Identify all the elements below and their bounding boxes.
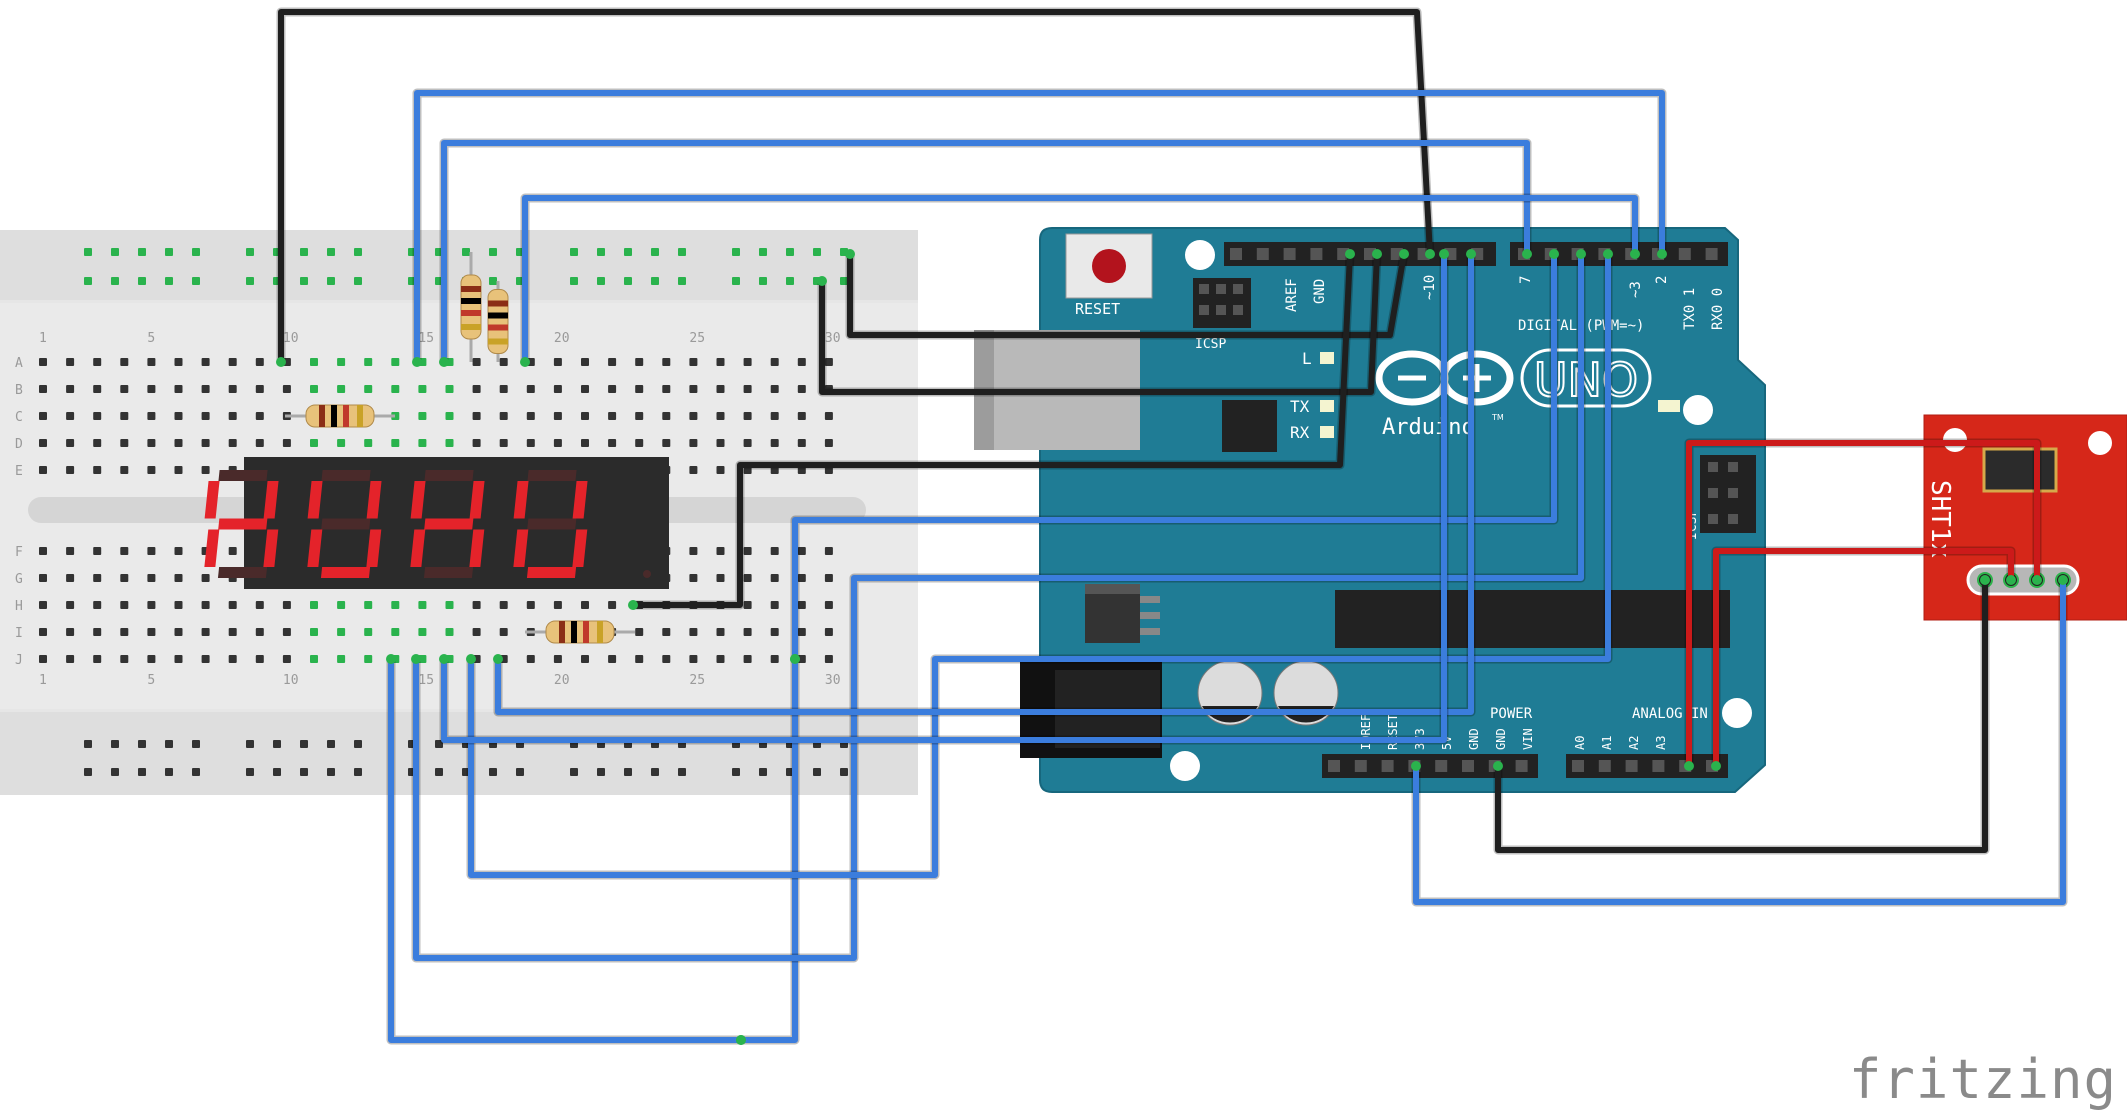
wire-blue-pin3 bbox=[522, 195, 1638, 365]
seven-segment-display bbox=[204, 457, 669, 589]
uno-text: UNO bbox=[1534, 353, 1638, 407]
analog-pin-labels: A0 A1 A2 A3 bbox=[1573, 736, 1668, 750]
wires bbox=[276, 7, 2068, 1045]
column-number: 15 bbox=[418, 673, 434, 688]
row-letter: G bbox=[15, 572, 23, 587]
display-digits bbox=[204, 470, 651, 578]
aref-label: AREF bbox=[1284, 278, 1300, 312]
arduino-uno-board: RESET ICSP L TX RX ON Arduino TM UNO bbox=[974, 227, 1766, 793]
column-number: 10 bbox=[283, 673, 299, 688]
wire-black-resistor bbox=[630, 251, 1353, 608]
analog-pin-label: A0 bbox=[1573, 736, 1587, 750]
row-letter: I bbox=[15, 626, 23, 641]
wire-blue-c bbox=[413, 251, 1584, 961]
reset-label: RESET bbox=[1075, 300, 1120, 318]
analog-pin-label: A2 bbox=[1627, 736, 1641, 750]
uno-logo: UNO bbox=[1520, 348, 1652, 408]
column-number: 1 bbox=[39, 331, 47, 346]
wire-black-top bbox=[278, 9, 1433, 365]
power-pin-label: VIN bbox=[1521, 728, 1535, 750]
resistors bbox=[285, 252, 635, 644]
wire-blue-e bbox=[495, 251, 1474, 715]
wire-blue-b0 bbox=[388, 656, 744, 1043]
wire-blue-pin2 bbox=[414, 90, 1665, 365]
power-header bbox=[1322, 754, 1538, 778]
wire-black-rail2 bbox=[819, 251, 1380, 395]
row-letter: A bbox=[15, 356, 23, 371]
wire-blue-5v-sensor bbox=[1413, 577, 2066, 905]
column-number: 25 bbox=[689, 673, 705, 688]
column-number: 20 bbox=[554, 673, 570, 688]
analog-pin-label: A1 bbox=[1600, 736, 1614, 750]
row-letter: C bbox=[15, 410, 23, 425]
sensor-label: SHT1x bbox=[1925, 480, 1955, 558]
column-number: 30 bbox=[825, 331, 841, 346]
power-pin-label: IOREF bbox=[1359, 714, 1373, 750]
wire-blue-a bbox=[792, 251, 1557, 662]
usb-chip bbox=[1222, 400, 1277, 452]
atmega-chip bbox=[1335, 590, 1730, 648]
column-number: 25 bbox=[689, 331, 705, 346]
on-label: ON bbox=[1686, 397, 1705, 416]
power-pin-label: GND bbox=[1467, 728, 1481, 750]
column-number: 5 bbox=[147, 673, 155, 688]
wire-red-a3 bbox=[1713, 548, 2014, 769]
power-label: POWER bbox=[1490, 706, 1533, 722]
led-l-label: L bbox=[1302, 349, 1312, 368]
column-number: 1 bbox=[39, 673, 47, 688]
gnd-top-label: GND bbox=[1312, 279, 1328, 304]
bottom-header-pins bbox=[1328, 760, 1718, 772]
pin-rx-label: RX0 0 bbox=[1710, 288, 1726, 330]
power-pin-label: GND bbox=[1494, 728, 1508, 750]
digital-header-right bbox=[1510, 242, 1728, 266]
wire-black-rail1 bbox=[847, 251, 1407, 338]
wire-blue-f bbox=[441, 251, 1447, 743]
arduino-logo: Arduino TM bbox=[1375, 350, 1514, 440]
column-number: 30 bbox=[825, 673, 841, 688]
row-letter: H bbox=[15, 599, 23, 614]
tm-mark: TM bbox=[1491, 413, 1504, 422]
wire-black-gnd-sensor bbox=[1495, 577, 1988, 853]
tx-label: TX bbox=[1290, 397, 1310, 416]
pin-tx-label: TX0 1 bbox=[1682, 288, 1698, 330]
analog-label: ANALOG IN bbox=[1632, 706, 1708, 722]
pin-2-label: 2 bbox=[1654, 276, 1670, 284]
row-letter: B bbox=[15, 383, 23, 398]
rx-label: RX bbox=[1290, 423, 1310, 442]
icsp-label: ICSP bbox=[1195, 337, 1226, 352]
pin-7-label: 7 bbox=[1518, 276, 1534, 284]
sht1x-sensor: SHT1x bbox=[1923, 414, 2127, 621]
sensor-chip bbox=[1982, 447, 2058, 493]
fritzing-watermark: fritzing bbox=[1848, 1048, 2117, 1111]
column-number: 15 bbox=[418, 331, 434, 346]
pin-10-label: ~10 bbox=[1422, 275, 1438, 300]
wire-blue-b1 bbox=[738, 656, 798, 1043]
analog-pin-label: A3 bbox=[1654, 736, 1668, 750]
voltage-regulator bbox=[1085, 588, 1140, 643]
power-pin-label: RESET bbox=[1386, 714, 1400, 750]
row-letter: F bbox=[15, 545, 23, 560]
column-number: 10 bbox=[283, 331, 299, 346]
pin-3-label: ~3 bbox=[1628, 281, 1644, 298]
row-letter: J bbox=[15, 653, 23, 668]
row-letter: E bbox=[15, 464, 23, 479]
wire-blue-d bbox=[468, 251, 1611, 878]
row-letter: D bbox=[15, 437, 23, 452]
wire-red-a2 bbox=[1686, 440, 2040, 769]
arduino-logo-text: Arduino bbox=[1382, 415, 1475, 440]
column-number: 5 bbox=[147, 331, 155, 346]
column-number: 20 bbox=[554, 331, 570, 346]
analog-header bbox=[1566, 754, 1728, 778]
